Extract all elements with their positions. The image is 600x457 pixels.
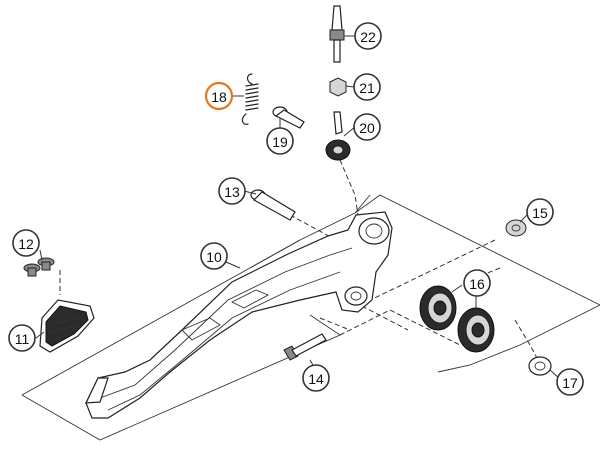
callout-19: 19 [266,127,294,155]
svg-text:16: 16 [469,276,485,292]
bearings [419,285,495,353]
svg-text:13: 13 [224,184,240,200]
svg-text:17: 17 [562,375,578,391]
svg-text:10: 10 [206,249,222,265]
pedal-tip [39,299,95,353]
svg-text:22: 22 [360,29,376,45]
callout-16: 16 [463,269,491,297]
svg-text:20: 20 [359,120,375,136]
mounting-bolt [283,333,327,361]
return-spring [241,73,259,125]
nut-21 [329,77,347,97]
svg-text:12: 12 [18,236,34,252]
pivot-bolt [250,189,296,221]
svg-text:18: 18 [211,89,227,105]
svg-text:14: 14 [308,371,324,387]
callout-17: 17 [556,368,584,396]
collar-nut [528,356,552,376]
brake-pedal-lever [85,211,393,419]
clevis-pin [272,106,305,129]
assembly-outline [21,159,600,441]
callout-11: 11 [8,324,36,352]
callout-22: 22 [354,22,382,50]
svg-text:15: 15 [532,205,548,221]
callout-15: 15 [526,198,554,226]
callout-10: 10 [200,242,228,270]
svg-text:19: 19 [272,134,288,150]
callout-21: 21 [353,73,381,101]
callout-13: 13 [218,177,246,205]
clevis-fork [325,111,351,161]
callout-18: 18 [204,81,234,111]
svg-text:11: 11 [15,331,30,347]
svg-text:21: 21 [359,80,375,96]
screws-pair [23,257,55,277]
callout-20: 20 [353,113,381,141]
callout-12: 12 [12,229,40,257]
push-rod [329,5,345,63]
nut-15 [505,219,527,237]
callout-14: 14 [302,364,330,392]
